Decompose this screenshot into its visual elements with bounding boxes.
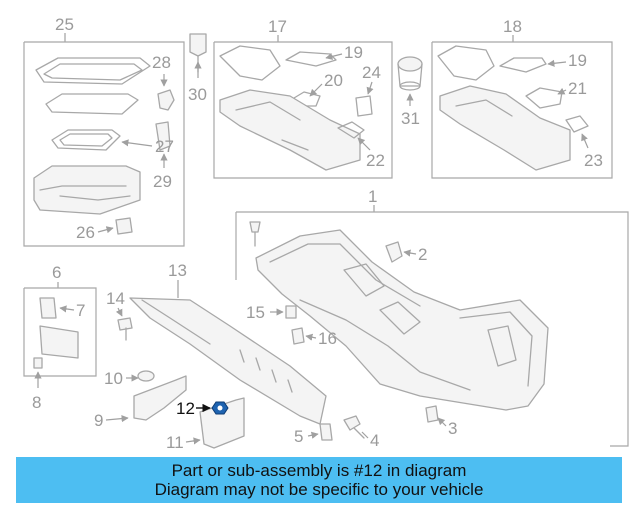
callout-13: 13 (168, 261, 187, 280)
callout-28: 28 (152, 53, 171, 72)
callout-24: 24 (362, 63, 381, 82)
callout-5: 5 (294, 427, 303, 446)
callout-26: 26 (76, 223, 95, 242)
callout-4: 4 (370, 431, 379, 450)
callout-17: 17 (268, 17, 287, 36)
callout-6: 6 (52, 263, 61, 282)
callout-22: 22 (366, 151, 385, 170)
callout-3: 3 (448, 419, 457, 438)
callout-30: 30 (188, 85, 207, 104)
callout-14: 14 (106, 289, 125, 308)
part-12-group[interactable]: 12 (176, 399, 229, 418)
callout-12[interactable]: 12 (176, 399, 195, 418)
parts-9-10-11-group: 10 9 11 (94, 369, 245, 452)
assembly-25-group: 25 28 27 29 26 (23, 15, 185, 247)
part-14-group: 14 (106, 289, 133, 341)
assembly-6-group: 6 7 8 (23, 263, 97, 412)
callout-21: 21 (568, 79, 587, 98)
callout-29: 29 (153, 172, 172, 191)
callout-15: 15 (246, 303, 265, 322)
callout-31: 31 (401, 109, 420, 128)
callout-20: 20 (324, 71, 343, 90)
parts-4-5-group: 4 5 (294, 415, 379, 450)
callout-1: 1 (368, 187, 377, 206)
assembly-13-group: 13 (129, 261, 327, 425)
callout-27: 27 (155, 137, 174, 156)
part-31-group: 31 (397, 56, 423, 128)
callout-23: 23 (584, 151, 603, 170)
callout-16: 16 (318, 329, 337, 348)
assembly-17-group: 17 19 20 24 22 (213, 17, 393, 179)
banner-line-1: Part or sub-assembly is #12 in diagram (171, 461, 467, 480)
callout-19b: 19 (568, 51, 587, 70)
callout-2: 2 (418, 245, 427, 264)
callout-10: 10 (104, 369, 123, 388)
callout-25: 25 (55, 15, 74, 34)
callout-7: 7 (76, 301, 85, 320)
callout-19a: 19 (344, 43, 363, 62)
part-30-group: 30 (188, 33, 207, 104)
info-banner: Part or sub-assembly is #12 in diagram D… (16, 457, 622, 503)
banner-line-2: Diagram may not be specific to your vehi… (154, 480, 484, 499)
callout-8: 8 (32, 393, 41, 412)
assembly-1-group: 1 2 15 16 3 (235, 187, 629, 447)
callout-18: 18 (503, 17, 522, 36)
callout-9: 9 (94, 411, 103, 430)
callout-11: 11 (166, 433, 184, 452)
assembly-18-group: 18 19 21 23 (431, 17, 613, 179)
